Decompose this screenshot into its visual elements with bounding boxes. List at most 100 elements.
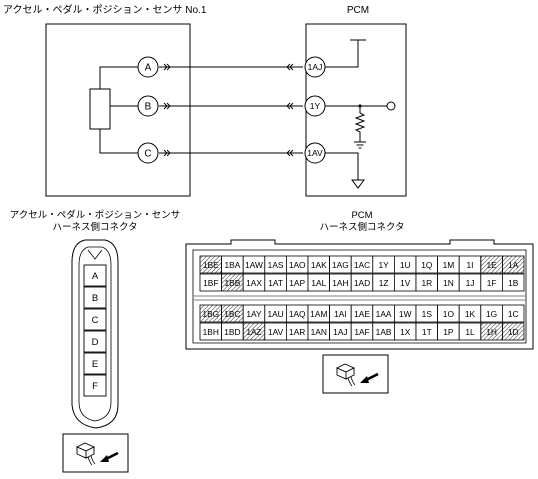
svg-text:A: A [145,63,152,74]
pcm-connector-pin: 1E [480,255,503,274]
pcm-connector-pin: 1O [437,304,460,323]
svg-text:1AR: 1AR [289,327,305,337]
svg-text:1L: 1L [465,327,475,337]
svg-text:1S: 1S [422,309,433,319]
pcm-connector-pin: 1AZ [242,322,266,341]
pcm-connector-pin: 1T [415,322,439,341]
pcm-connector-title-2: ハーネス側コネクタ [319,221,404,233]
pcm-connector-pin: 1Q [415,255,439,274]
sensor-terminal-c: C [137,142,159,164]
pcm-connector-pin: 1BE [199,255,223,274]
svg-text:1AQ: 1AQ [289,309,306,319]
pcm-connector-pin: 1BA [221,255,244,274]
pcm-connector-title-1: PCM [351,210,372,221]
pcm-connector-pin: 1AQ [285,304,309,323]
sensor-terminal-b: B [137,95,159,117]
pcm-connector-pin: 1AB [372,322,395,341]
svg-text:1B: 1B [508,278,519,288]
svg-text:1AI: 1AI [334,309,347,319]
pcm-connector-pin: 1AD [350,273,374,292]
pcm-terminal-1y: 1Y [304,95,326,117]
sensor-connector-title-2: ハーネス側コネクタ [52,221,137,233]
pcm-connector-pin: 1AI [329,304,352,323]
svg-text:1AY: 1AY [246,309,262,319]
pcm-connector-pin: 1BD [221,322,244,341]
svg-text:1AZ: 1AZ [246,327,261,337]
svg-text:1AV: 1AV [268,327,284,337]
svg-text:1AO: 1AO [289,260,306,270]
pcm-connector-pin: 1AL [307,273,331,292]
svg-text:1BC: 1BC [224,309,240,319]
svg-text:1Z: 1Z [379,278,389,288]
svg-text:1AP: 1AP [289,278,305,288]
svg-text:1AS: 1AS [268,260,284,270]
pcm-connector-pin: 1AX [242,273,266,292]
svg-text:1AK: 1AK [311,260,327,270]
pcm-ground-line [325,152,359,180]
svg-text:1O: 1O [443,309,455,319]
svg-text:1AL: 1AL [311,278,326,288]
pcm-connector-pin: 1J [458,273,482,292]
sensor-connector-pin: C [83,308,107,331]
svg-text:1BD: 1BD [224,327,240,337]
svg-text:1BA: 1BA [224,260,240,270]
svg-text:1D: 1D [508,327,519,337]
sensor-box [45,23,191,197]
svg-text:B: B [92,293,98,304]
pcm-connector-pin: 1BF [199,273,223,292]
pcm-terminal-1av: 1AV [304,142,326,164]
pcm-connector-pin: 1AO [285,255,309,274]
connector-marks [163,63,294,157]
pcm-connector-pin: 1AG [329,255,352,274]
pcm-terminal-1aj: 1AJ [304,56,326,78]
svg-text:1U: 1U [400,260,411,270]
svg-text:1AF: 1AF [354,327,369,337]
pcm-connector-pin: 1AJ [329,322,352,341]
svg-text:1P: 1P [443,327,454,337]
svg-text:1Y: 1Y [310,101,321,111]
pcm-connector-pin: 1Z [372,273,395,292]
svg-text:C: C [144,149,151,160]
svg-text:D: D [92,337,99,348]
pcm-connector-pin: 1AN [307,322,331,341]
pcm-connector-pin: 1AA [372,304,395,323]
svg-text:1AB: 1AB [376,327,392,337]
pcm-connector-pin: 1AP [285,273,309,292]
svg-text:1AJ: 1AJ [333,327,347,337]
pcm-connector-pin: 1W [393,304,417,323]
pcm-title: PCM [347,5,369,16]
svg-text:1AA: 1AA [376,309,392,319]
svg-text:1R: 1R [421,278,432,288]
pcm-connector-pin: 1AS [264,255,287,274]
pcm-connector-pin: 1H [480,322,503,341]
svg-text:1AV: 1AV [307,148,323,158]
pcm-connector-pin: 1AM [307,304,331,323]
svg-text:C: C [92,315,99,326]
svg-text:1BG: 1BG [202,309,219,319]
svg-text:1X: 1X [400,327,411,337]
pcm-connector-pin: 1Y [372,255,395,274]
svg-text:1I: 1I [467,260,474,270]
pcm-connector-pin: 1U [393,255,417,274]
sensor-internal-wire [99,66,138,154]
svg-text:A: A [92,271,99,282]
pcm-ground-symbol [351,179,365,189]
pcm-connector-pin: 1AC [350,255,374,274]
sensor-title: アクセル・ペダル・ポジション・センサ No.1 [3,3,207,16]
svg-text:1BB: 1BB [224,278,240,288]
svg-text:1AW: 1AW [245,260,263,270]
pcm-connector-pin: 1F [480,273,503,292]
svg-text:1AH: 1AH [332,278,348,288]
svg-text:1G: 1G [486,309,497,319]
pcm-connector-pin: 1I [458,255,482,274]
svg-text:1Y: 1Y [378,260,389,270]
sensor-connector-thumbnail-icon [62,433,129,473]
svg-text:1BF: 1BF [203,278,218,288]
svg-text:1W: 1W [399,309,412,319]
sensor-connector-pin: D [83,330,107,353]
sensor-connector-outer [71,239,119,429]
pcm-connector-pin: 1X [393,322,417,341]
pcm-connector-pin: 1A [501,255,525,274]
